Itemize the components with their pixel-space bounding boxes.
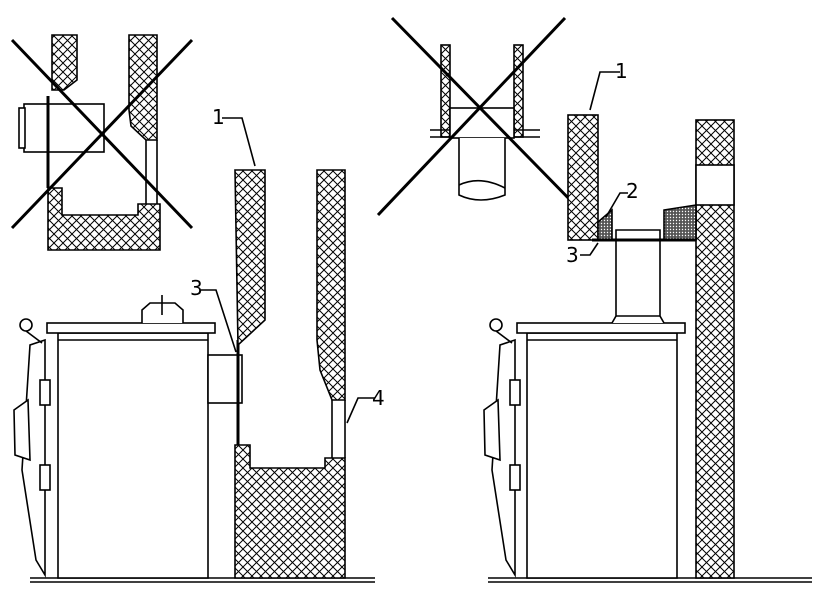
cross-out-mark-icon [376, 16, 582, 217]
callout-right-low: 3 [566, 243, 579, 267]
correct-installation-left [13, 117, 375, 583]
incorrect-example-left [10, 34, 194, 251]
callout-left-mid: 3 [190, 276, 203, 300]
callout-right-top: 1 [615, 59, 628, 83]
callout-left-top: 1 [212, 105, 225, 129]
callout-left-side: 4 [372, 386, 385, 410]
correct-installation-right [483, 71, 812, 583]
cross-out-mark-icon [10, 38, 194, 230]
callout-right-mid: 2 [626, 179, 639, 203]
incorrect-example-right [376, 16, 582, 217]
